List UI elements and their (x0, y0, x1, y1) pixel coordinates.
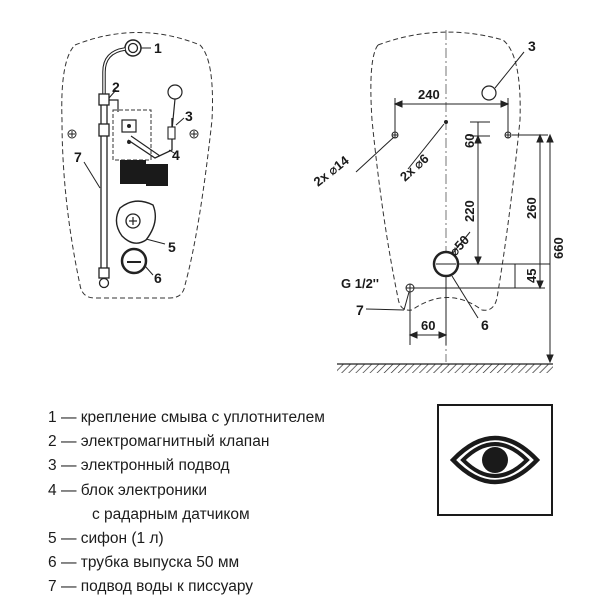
urinal-outline-right (370, 31, 521, 311)
urinal-outline-left (61, 32, 213, 299)
sensor-symbol-box (437, 404, 553, 516)
dimension-labels: 240 60 220 260 660 45 60 2x ⌀14 2x ⌀6 ⌀5… (311, 87, 566, 333)
eye-icon (449, 435, 541, 485)
callout-3-right: 3 (528, 38, 536, 54)
dim-660: 660 (551, 237, 566, 259)
outlet-pipe (120, 247, 148, 275)
floor-hatch (337, 364, 553, 373)
thread-label: G 1/2'' (341, 276, 379, 291)
dim-220: 220 (462, 200, 477, 222)
screw-icon (405, 283, 415, 293)
legend-item-6: 6 — трубка выпуска 50 мм (48, 554, 240, 572)
hole-6-label: 2x ⌀6 (397, 151, 432, 184)
hole-14-label: 2x ⌀14 (311, 152, 353, 189)
callout-7: 7 (74, 149, 82, 165)
right-callouts: 3 7 6 (356, 38, 536, 333)
screw-icon (67, 129, 77, 139)
callout-3: 3 (185, 108, 193, 124)
dim-240: 240 (418, 87, 440, 102)
callout-1: 1 (154, 40, 162, 56)
legend-item-3: 3 — электронный подвод (48, 457, 230, 475)
flush-connector (102, 39, 142, 95)
legend-item-4: 4 — блок электроники (48, 481, 208, 499)
siphon (115, 200, 156, 244)
leader-lines-left (83, 47, 185, 276)
water-supply-pipe (98, 93, 119, 289)
dim-60-top: 60 (462, 134, 477, 148)
legend-item-1: 1 — крепление смыва с уплотнителем (48, 409, 325, 426)
solenoid-valve (121, 119, 137, 144)
callout-7-right: 7 (356, 302, 364, 318)
electronic-feed (167, 84, 183, 140)
dimension-lines (355, 98, 554, 364)
legend: 1 — крепление смыва с уплотнителем 2 — э… (48, 406, 428, 600)
legend-item-5: 5 — сифон (1 л) (48, 530, 164, 548)
dim-60-bottom: 60 (421, 318, 435, 333)
housing-outline (112, 109, 152, 161)
legend-item-7: 7 — подвод воды к писсуару (48, 578, 254, 596)
callout-5: 5 (168, 239, 176, 255)
left-callouts: 1 2 3 4 5 6 7 (74, 40, 193, 286)
callout-6: 6 (154, 270, 162, 286)
dim-260: 260 (524, 197, 539, 219)
screw-icon (189, 129, 199, 139)
callout-4: 4 (172, 147, 180, 163)
callout-2: 2 (112, 79, 120, 95)
left-view: 1 2 3 4 5 6 7 (61, 32, 213, 299)
callout-6-right: 6 (481, 317, 489, 333)
right-view: 240 60 220 260 660 45 60 2x ⌀14 2x ⌀6 ⌀5… (311, 30, 566, 373)
legend-item-2: 2 — электромагнитный клапан (48, 433, 270, 451)
legend-item-4-cont: с радарным датчиком (92, 505, 250, 523)
dim-45: 45 (524, 269, 539, 283)
